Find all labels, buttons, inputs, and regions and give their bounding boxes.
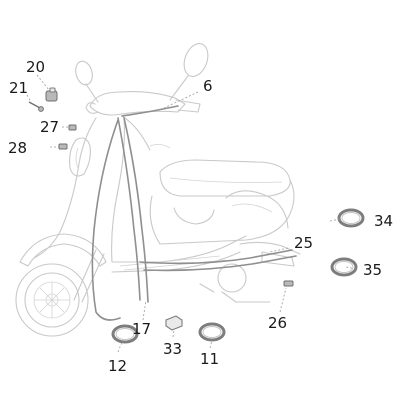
- cable-front-wheel: [91, 119, 121, 321]
- callout-12: 12: [108, 357, 127, 375]
- callout-21: 21: [9, 79, 28, 97]
- callout-17: 17: [132, 320, 151, 338]
- callout-27: 27: [40, 118, 59, 136]
- callout-25: 25: [294, 234, 313, 252]
- scooter-ghost-outline: [15, 43, 301, 337]
- cable-6: [121, 105, 179, 117]
- callout-34: 34: [374, 212, 393, 230]
- cable-17-a: [117, 117, 141, 301]
- part-20: [45, 87, 58, 102]
- callout-28: 28: [8, 139, 27, 157]
- part-33: [165, 315, 183, 331]
- part-34-clamp-ring: [337, 208, 365, 228]
- cable-25: [139, 249, 293, 265]
- part-26: [283, 280, 294, 287]
- callout-20: 20: [26, 58, 45, 76]
- part-27: [68, 124, 77, 131]
- callout-11: 11: [200, 350, 219, 368]
- callout-33: 33: [163, 340, 182, 358]
- callout-35: 35: [363, 261, 382, 279]
- leader-lines: [26, 74, 357, 353]
- cable-25-b: [143, 255, 297, 272]
- cable-17-b: [123, 117, 149, 303]
- part-35-clamp-ring: [330, 257, 358, 277]
- part-28: [58, 143, 68, 150]
- callout-labels: 20 21 6 27 28 34 25 35 26 17 12 33 11: [8, 58, 393, 375]
- callout-26: 26: [268, 314, 287, 332]
- part-12-clamp-ring: [111, 324, 139, 344]
- cable-routing: [91, 105, 297, 321]
- part-11-clamp-ring: [198, 322, 226, 342]
- part-21: [28, 101, 44, 112]
- callout-6: 6: [203, 77, 213, 95]
